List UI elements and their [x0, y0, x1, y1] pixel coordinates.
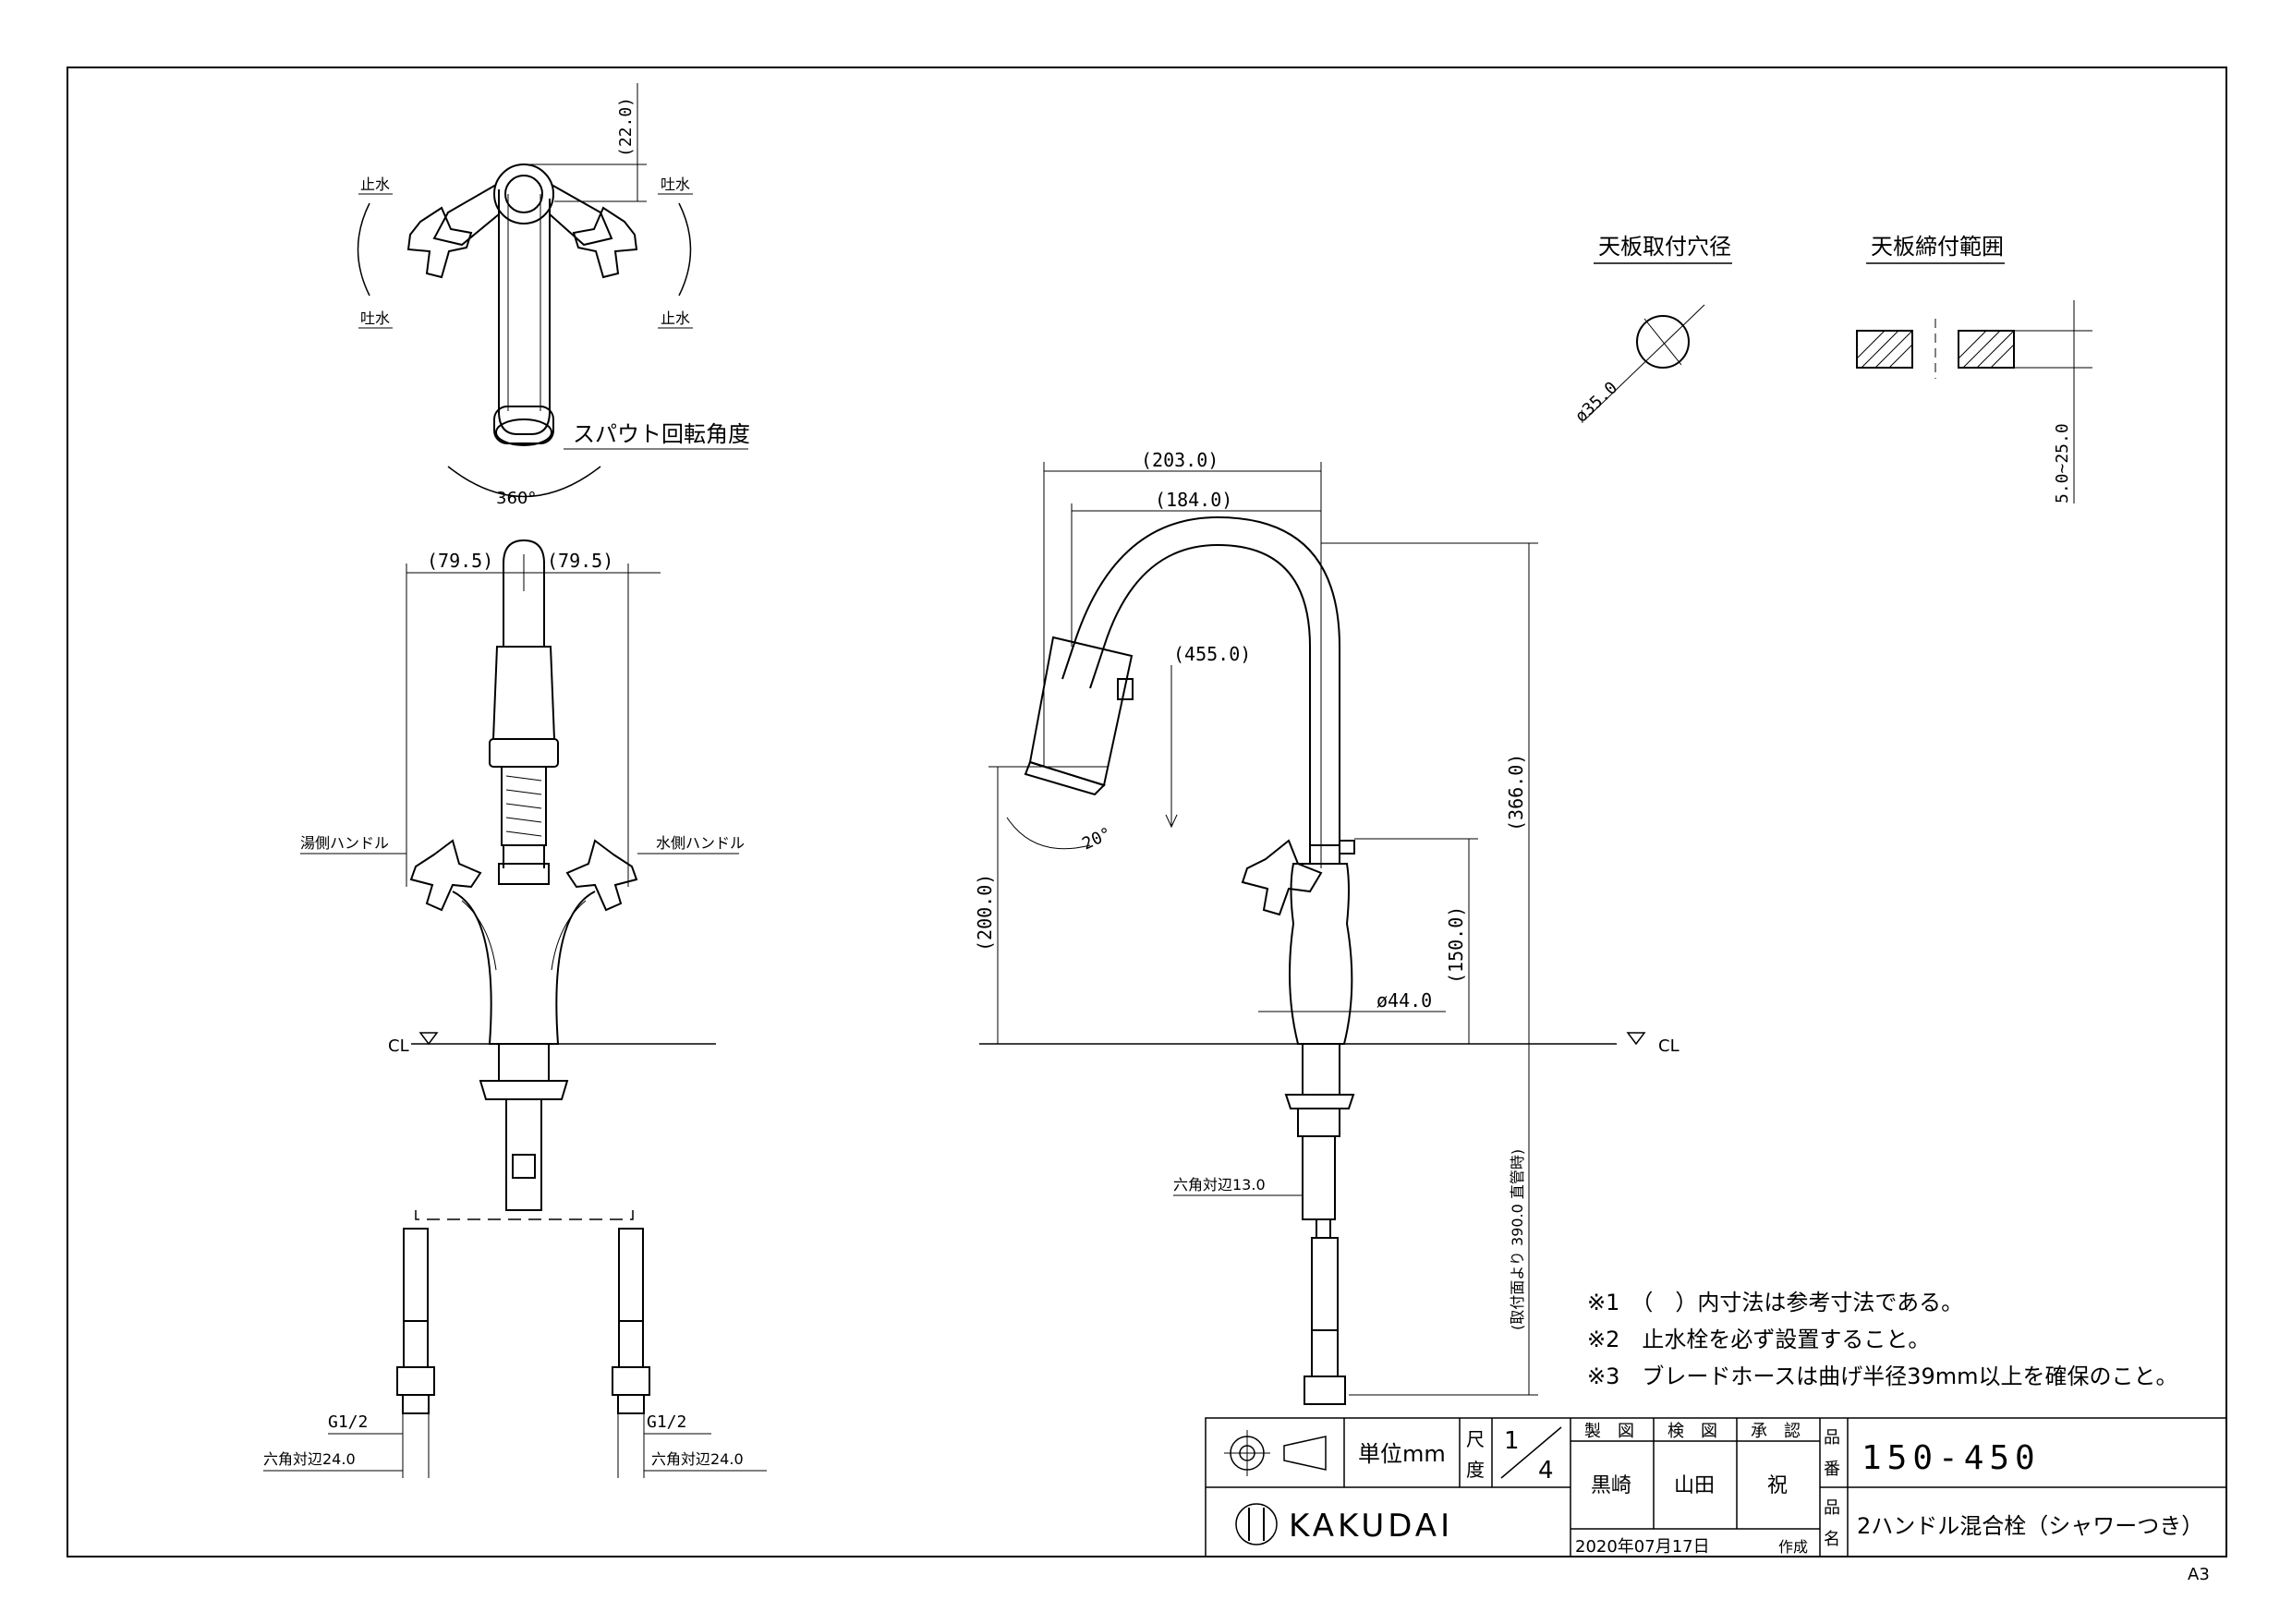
rotation-title: スパウト回転角度: [573, 421, 750, 447]
drawing-date: 2020年07月17日: [1575, 1537, 1710, 1557]
part-no-label-1: 品: [1824, 1428, 1840, 1448]
side-dim-angle: 20°: [1079, 824, 1114, 854]
drawn-label: 製 図: [1584, 1422, 1634, 1441]
hole-title: 天板取付穴径: [1598, 234, 1731, 260]
hex-right: 六角対辺24.0: [651, 1450, 744, 1468]
hex-left: 六角対辺24.0: [263, 1450, 356, 1468]
hole-dim: ø35.0: [1571, 378, 1621, 426]
label-stop-left: 止水: [360, 176, 390, 193]
notes: ※1 （ ）内寸法は参考寸法である。 ※2 止水栓を必ず設置すること。 ※3 ブ…: [1587, 1290, 2177, 1389]
hot-handle-label: 湯側ハンドル: [300, 834, 389, 852]
thread-left: G1/2: [328, 1412, 368, 1432]
label-stop-right: 止水: [661, 309, 690, 327]
side-dim-184: (184.0): [1155, 489, 1232, 511]
thread-right: G1/2: [647, 1412, 686, 1432]
checked-by: 山田: [1674, 1474, 1715, 1497]
scale-label-1: 尺: [1466, 1428, 1485, 1450]
front-view: (79.5) (79.5) 湯側ハンドル 水側ハンドル CL G1/2 G1/2: [263, 539, 767, 1478]
mount-details: 天板取付穴径 ø35.0 天板締付範囲 5.0~25.0: [1571, 234, 2092, 503]
label-spout-right: 吐水: [661, 176, 690, 193]
scale-num: 1: [1504, 1427, 1520, 1455]
sheet-border: [67, 67, 2227, 1557]
side-cl: CL: [1658, 1036, 1680, 1056]
side-view: (203.0) (184.0) (455.0) 20° (200.0) (366…: [974, 449, 1680, 1405]
front-dim-left: (79.5): [427, 550, 493, 572]
front-dim-right: (79.5): [547, 550, 613, 572]
front-cl: CL: [388, 1036, 409, 1056]
name-label-2: 名: [1824, 1530, 1840, 1549]
title-block: KAKUDAI 単位mm 尺 度 1 4 製 図 検 図 承 認 黒崎 山田 祝…: [1205, 1417, 2227, 1557]
side-dim-455: (455.0): [1173, 643, 1251, 665]
side-dim-390: (取付面より 390.0 直管時): [1509, 1149, 1526, 1330]
side-dim-200: (200.0): [974, 874, 996, 951]
rotation-angle: 360°: [496, 489, 536, 508]
note-3: ※3 ブレードホースは曲げ半径39mm以上を確保のこと。: [1587, 1363, 2177, 1389]
side-dim-dia44: ø44.0: [1376, 989, 1432, 1012]
note-1: ※1 （ ）内寸法は参考寸法である。: [1587, 1290, 1963, 1315]
unit-label: 単位mm: [1358, 1441, 1446, 1467]
name-label-1: 品: [1824, 1498, 1840, 1518]
part-no-label-2: 番: [1824, 1460, 1840, 1479]
sheet-size: A3: [2188, 1565, 2210, 1584]
approved-by: 祝: [1767, 1474, 1788, 1497]
top-dim-22: (22.0): [616, 97, 636, 157]
created-label: 作成: [1778, 1538, 1808, 1556]
side-hex-13: 六角対辺13.0: [1173, 1176, 1266, 1194]
product-name: 2ハンドル混合栓（シャワーつき）: [1857, 1513, 2203, 1539]
note-2: ※2 止水栓を必ず設置すること。: [1587, 1327, 1930, 1352]
side-dim-203: (203.0): [1141, 449, 1219, 471]
label-spout-left: 吐水: [360, 309, 390, 327]
checked-label: 検 図: [1667, 1422, 1717, 1441]
top-view: (22.0) 止水 吐水 吐水 止水 スパウト回転角度 360°: [357, 83, 750, 508]
side-dim-150: (150.0): [1445, 906, 1467, 984]
cold-handle-label: 水側ハンドル: [656, 834, 745, 852]
side-dim-366: (366.0): [1505, 754, 1527, 831]
clamp-title: 天板締付範囲: [1871, 234, 2004, 260]
drawn-by: 黒崎: [1591, 1474, 1631, 1497]
brand-name: KAKUDAI: [1289, 1508, 1453, 1545]
clamp-dim: 5.0~25.0: [2053, 423, 2072, 503]
part-number: 150-450: [1861, 1439, 2041, 1477]
scale-label-2: 度: [1466, 1459, 1485, 1481]
scale-den: 4: [1538, 1457, 1554, 1485]
approved-label: 承 認: [1751, 1422, 1801, 1441]
